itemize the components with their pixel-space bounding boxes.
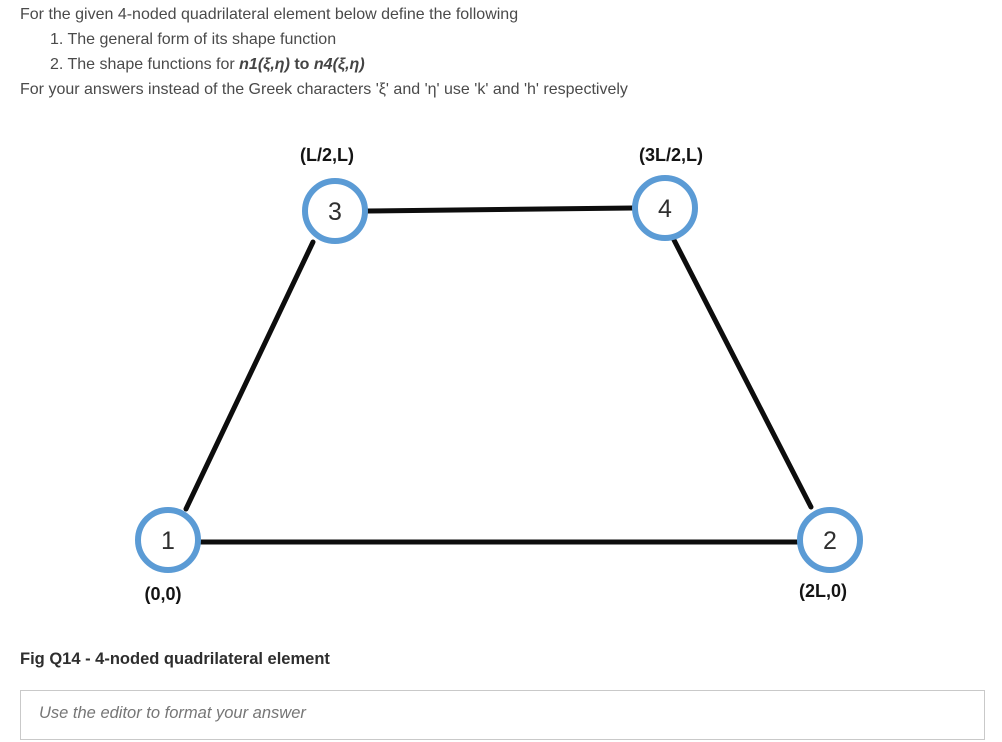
node-3-circle <box>302 178 368 244</box>
edge-right <box>671 237 814 510</box>
question-item-2-to: to <box>289 56 314 73</box>
node-2-coordinate: (2L,0) <box>799 581 847 601</box>
node-1-coordinate: (0,0) <box>144 584 181 604</box>
node-1-circle <box>135 507 201 573</box>
question-text: For the given 4-noded quadrilateral elem… <box>20 2 980 102</box>
answer-editor[interactable]: Use the editor to format your answer <box>20 690 985 740</box>
edge-top <box>364 205 636 214</box>
question-item-2: 2. The shape functions for n1(ξ,η) to n4… <box>50 52 980 77</box>
question-item-2-prefix: 2. The shape functions for <box>50 56 240 73</box>
figure-caption: Fig Q14 - 4-noded quadrilateral element <box>20 650 330 668</box>
edge-left <box>183 239 316 512</box>
node-4-coordinate: (3L/2,L) <box>639 145 703 165</box>
editor-placeholder: Use the editor to format your answer <box>39 704 306 722</box>
question-note: For your answers instead of the Greek ch… <box>20 81 628 98</box>
question-item-1: 1. The general form of its shape functio… <box>50 31 337 48</box>
node-2-circle <box>797 507 863 573</box>
node-1-number: 1 <box>161 527 175 555</box>
question-intro: For the given 4-noded quadrilateral elem… <box>20 6 519 23</box>
node-2-number: 2 <box>823 527 837 555</box>
node-3-coordinate: (L/2,L) <box>300 145 354 165</box>
question-item-2-n1: n1(ξ,η) <box>239 56 290 73</box>
node-4-number: 4 <box>658 195 672 223</box>
node-3-number: 3 <box>328 198 342 226</box>
node-4-circle <box>632 175 698 241</box>
element-diagram: 1 2 3 4 (0,0) (2L,0) (L/2,L) (3L/2,L) <box>135 145 863 604</box>
question-item-2-n4: n4(ξ,η) <box>313 56 365 73</box>
